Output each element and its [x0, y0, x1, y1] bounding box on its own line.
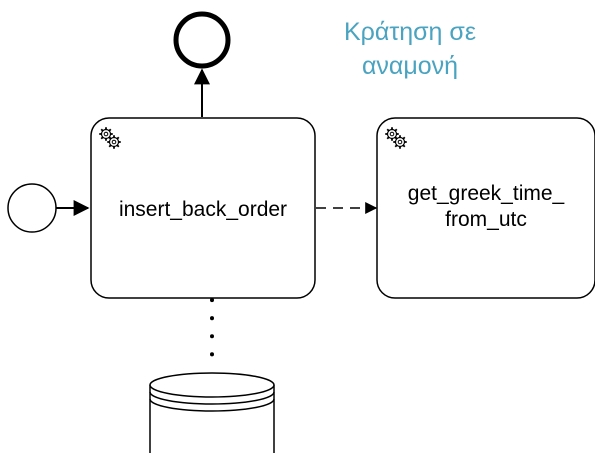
annotation-line-1: Κράτηση σε: [344, 18, 476, 46]
task-label-line-1: get_greek_time_: [407, 182, 565, 205]
task-get-greek-time[interactable]: [376, 117, 595, 299]
task-label-line-2: from_utc: [445, 208, 527, 232]
task-insert-back-order[interactable]: [90, 117, 316, 299]
start-event[interactable]: [7, 183, 57, 233]
end-event[interactable]: [173, 11, 231, 69]
annotation-line-2: αναμονή: [361, 51, 459, 80]
task-label-get-greek-time: get_greek_time_ from_utc: [377, 181, 595, 234]
task-label-insert-back-order: insert_back_order: [118, 198, 288, 221]
annotation-text: Κράτηση σε αναμονή: [320, 16, 500, 84]
data-store[interactable]: [149, 372, 275, 453]
